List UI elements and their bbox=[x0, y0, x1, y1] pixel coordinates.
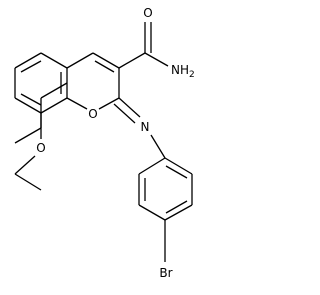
bond-c5-c6 bbox=[14, 52, 42, 69]
bond-c7-c8 bbox=[14, 97, 42, 114]
bond-ph1-ph2-double bbox=[165, 165, 188, 179]
carboxamide-group: O NH2 bbox=[118, 6, 195, 80]
bond-camide-n bbox=[144, 52, 169, 67]
amide-nitrogen-label: NH2 bbox=[171, 63, 195, 80]
amide-h-count: 2 bbox=[189, 70, 195, 80]
bond-c4a-c5 bbox=[40, 52, 68, 69]
bond-c4-c3-double bbox=[94, 60, 115, 73]
carbonyl-oxygen-label: O bbox=[143, 6, 152, 20]
bond-c5-c6-double bbox=[20, 60, 42, 73]
ethoxy-oxygen-label: O bbox=[36, 141, 45, 155]
bond-c3-camide bbox=[118, 52, 146, 69]
ring-oxygen-label: O bbox=[88, 107, 97, 121]
bond-c4a-c4 bbox=[66, 52, 94, 69]
bond-n-cipso bbox=[150, 134, 166, 159]
bond-c2-n bbox=[118, 97, 141, 118]
bond-ph1-ph2 bbox=[164, 157, 193, 175]
bond-c2-o1 bbox=[98, 97, 120, 110]
benzo-ring-main bbox=[14, 52, 68, 114]
bond-ch2-ch3 bbox=[14, 173, 42, 191]
bond-ph3-ph4 bbox=[164, 204, 193, 221]
bond-o1-c8a bbox=[66, 97, 88, 110]
bond-c8-c7 bbox=[14, 127, 42, 144]
bond-c8a-c4a bbox=[40, 82, 68, 99]
molecule-structure: O NH2 O N Br O bbox=[14, 6, 195, 280]
bond-c7-c8-double bbox=[20, 93, 42, 106]
bond-c8-c8a bbox=[40, 97, 68, 114]
imine-group: N bbox=[113, 97, 166, 159]
bond-ph3-ph4-double bbox=[165, 200, 188, 214]
bond-c2-n-double bbox=[113, 103, 136, 124]
bond-ph4-ph5 bbox=[138, 204, 166, 221]
ethoxy-group: O bbox=[14, 113, 46, 191]
bromophenyl-ring: Br bbox=[138, 157, 193, 280]
bond-c4-c3 bbox=[92, 52, 120, 69]
pyran-ring bbox=[66, 52, 120, 110]
bromine-label: Br bbox=[159, 266, 172, 280]
imine-nitrogen-label: N bbox=[141, 120, 150, 134]
bond-ph6-ph1 bbox=[138, 157, 166, 175]
bond-oeth-ch2 bbox=[14, 155, 36, 175]
